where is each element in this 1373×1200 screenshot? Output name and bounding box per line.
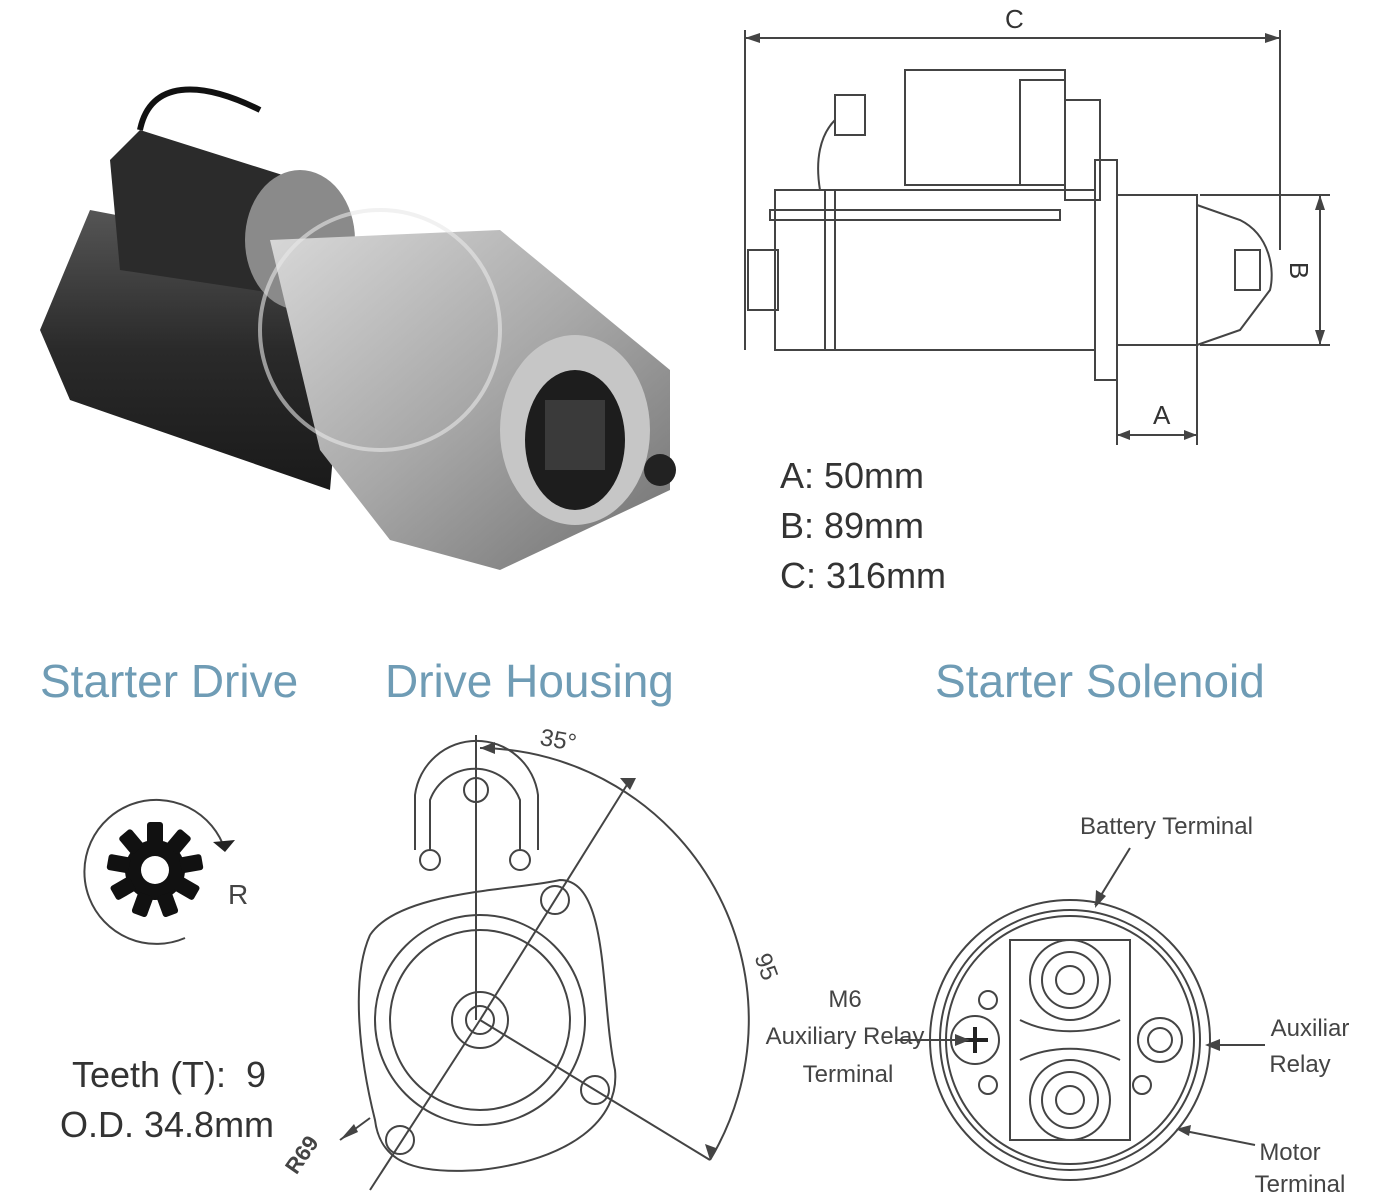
battery-terminal-label: Battery Terminal [1080, 813, 1253, 840]
motor-terminal-label-2: Terminal [1254, 1171, 1346, 1198]
drive-housing-drawing [339, 735, 750, 1191]
starter-solenoid-title: Starter Solenoid [935, 655, 1265, 707]
rotation-label: R [228, 879, 249, 910]
drive-housing-title: Drive Housing [385, 655, 674, 707]
starter-drive-title: Starter Drive [40, 655, 299, 707]
auxiliar-relay-label-1: Auxiliar [1270, 1015, 1350, 1042]
aux-relay-terminal-label-1: Auxiliary Relay [765, 1023, 925, 1050]
aux-relay-terminal-label-2: Terminal [802, 1061, 894, 1088]
side-view-drawing [744, 30, 1330, 445]
dimension-c-value: C: 316mm [780, 555, 947, 596]
dimension-b-value: B: 89mm [780, 505, 925, 546]
starter-motor-photo [40, 86, 676, 570]
dim-label-c: C [1005, 4, 1024, 34]
auxiliar-relay-label-2: Relay [1269, 1051, 1331, 1078]
motor-terminal-label-1: Motor [1259, 1139, 1321, 1166]
dim-label-a: A [1153, 400, 1171, 430]
outer-diameter: O.D. 34.8mm [60, 1104, 275, 1145]
m6-label: M6 [828, 986, 862, 1013]
teeth-count: Teeth (T): 9 [72, 1054, 267, 1095]
gear-icon [83, 798, 235, 945]
dimension-a-value: A: 50mm [780, 455, 925, 496]
